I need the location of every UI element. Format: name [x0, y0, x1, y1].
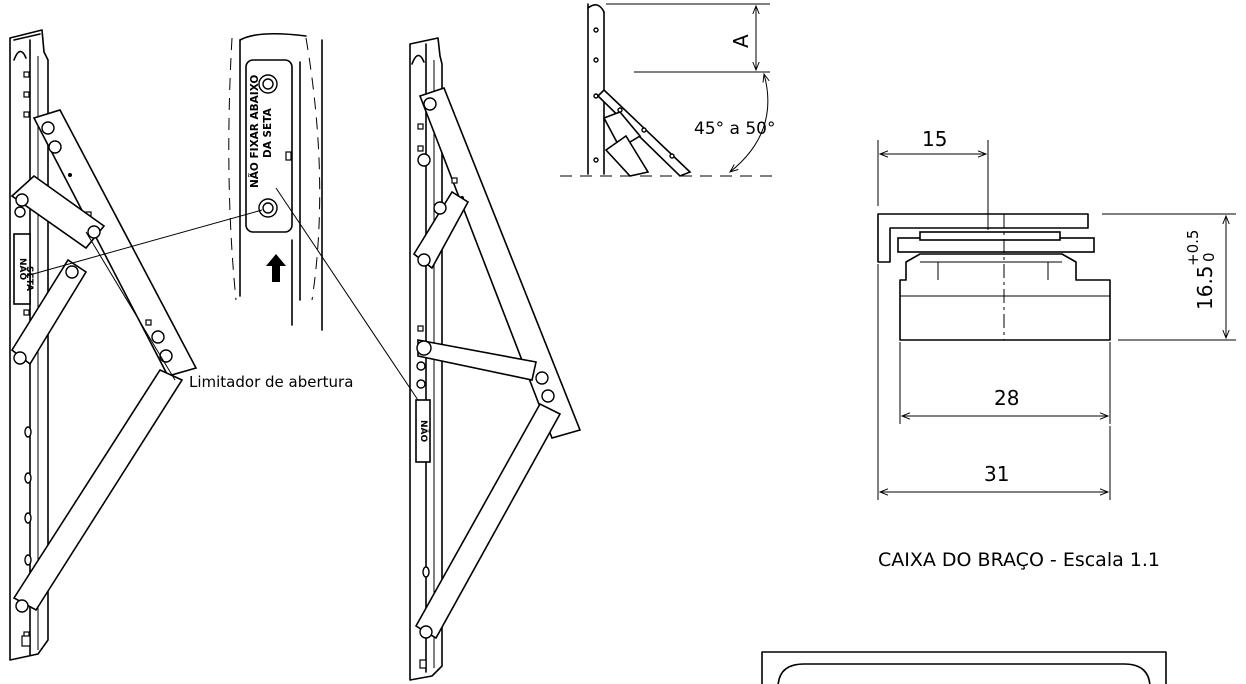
dim-width-outer: 31	[984, 462, 1009, 486]
dim-height-tol-lower: 0	[1200, 252, 1218, 262]
sticker-text-line1: NÃO FIXAR ABAIXO	[248, 75, 261, 188]
dim-a-label: A	[729, 34, 753, 48]
up-arrow-icon	[266, 254, 286, 282]
dim-width-top: 15	[922, 127, 947, 151]
middle-hinge-assembly: NÃO	[409, 37, 582, 681]
left-hinge-upper-short-arm	[10, 174, 106, 250]
middle-hinge-track: NÃO	[409, 37, 443, 681]
middle-hinge-lower-stay	[414, 402, 562, 640]
left-hinge-lower-stay	[12, 368, 184, 613]
arm-box-caption: CAIXA DO BRAÇO - Escala 1.1	[878, 549, 1160, 571]
middle-hinge-middle-arm	[416, 339, 537, 381]
dim-height-main: 16.5	[1193, 265, 1217, 310]
leader-line-limiter	[85, 231, 176, 381]
left-hinge-long-arm	[32, 109, 198, 377]
middle-hinge-upper-short-arm	[412, 190, 470, 270]
opening-limiter-label: Limitador de abertura	[189, 373, 353, 391]
middle-hinge-long-arm	[417, 87, 582, 439]
warning-sticker	[245, 59, 293, 233]
leader-line-left	[25, 209, 263, 277]
arm-box-section: 15 16.5 +0.5 0 28 31 CAIXA DO BRAÇO - Es…	[877, 127, 1236, 571]
svg-text:NÃO: NÃO	[17, 258, 28, 280]
svg-text:NÃO: NÃO	[418, 420, 429, 442]
left-hinge-middle-short-arm	[10, 258, 88, 366]
dim-width-inner: 28	[994, 386, 1019, 410]
sticker-text-line2: DA SETA	[262, 107, 274, 158]
left-hinge-assembly: NÃO SETA	[9, 29, 198, 661]
leader-line-right	[275, 187, 431, 419]
dim-height-tol-upper: +0.5	[1184, 230, 1202, 266]
sticker-detail: NÃO FIXAR ABAIXO DA SETA	[228, 32, 323, 331]
bottom-frame-partial	[761, 651, 1167, 684]
svg-text:SETA: SETA	[24, 266, 34, 291]
angle-label: 45° a 50°	[694, 119, 776, 139]
left-hinge-track: NÃO SETA	[9, 29, 49, 661]
opening-angle-detail: A 45° a 50°	[560, 3, 780, 177]
